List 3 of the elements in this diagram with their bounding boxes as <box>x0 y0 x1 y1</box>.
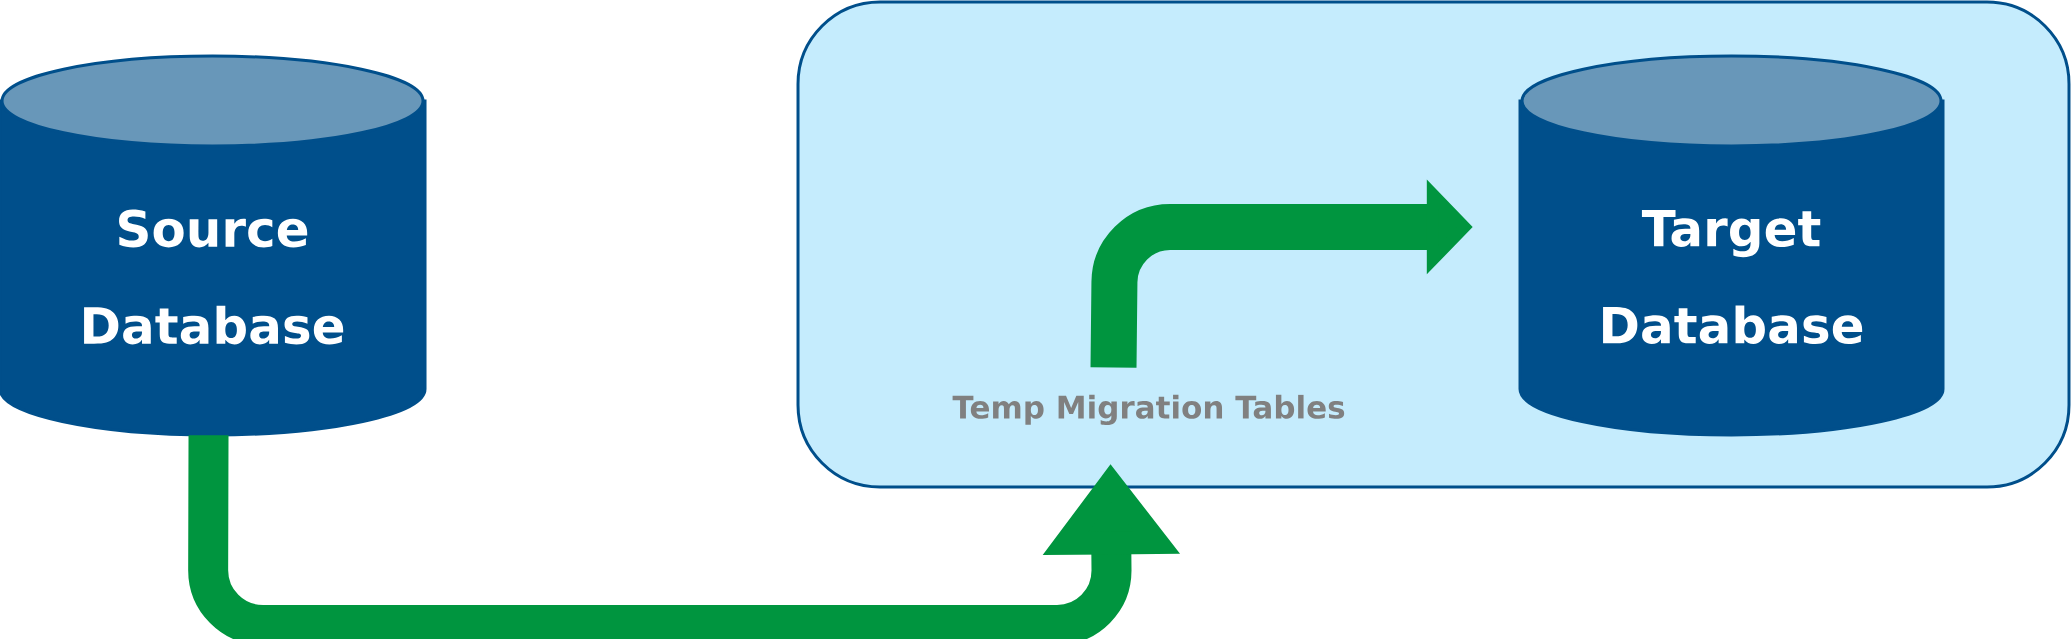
database-cylinder: Target Database <box>1518 54 1945 437</box>
box-label: Temp Migration Tables <box>952 394 1345 426</box>
database-cylinder: Source Database <box>0 54 427 437</box>
